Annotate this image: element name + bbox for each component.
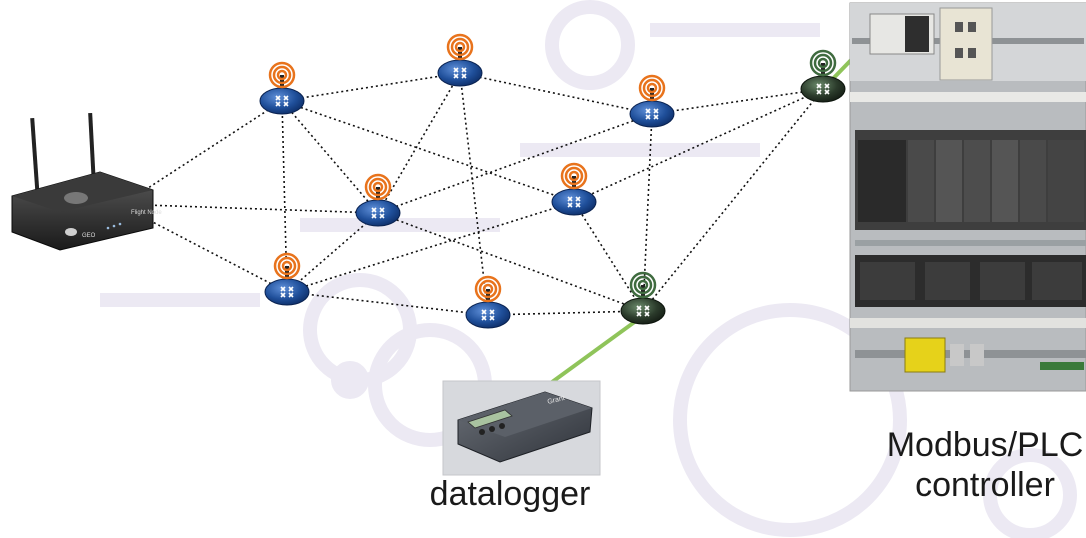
plc-controller-label: Modbus/PLC controller — [885, 425, 1085, 505]
link — [459, 72, 489, 316]
router-brand: GEO — [82, 233, 96, 239]
mesh-node-icon — [436, 33, 484, 88]
gateway-node-icon — [619, 271, 667, 326]
link — [144, 204, 379, 214]
datalogger-brand: Grant — [547, 395, 566, 406]
link — [281, 100, 288, 293]
link — [144, 217, 288, 293]
link — [286, 291, 489, 316]
link — [377, 113, 653, 214]
mesh-links — [144, 72, 824, 316]
link — [459, 72, 653, 115]
link — [377, 212, 644, 312]
gateway-node-icon — [799, 49, 847, 104]
link — [281, 72, 461, 102]
router-model: Flight Node — [131, 210, 162, 216]
link — [281, 100, 575, 203]
plc-cabinet-image — [849, 2, 1086, 392]
wired-link-datalogger — [546, 316, 642, 387]
mesh-node-icon — [550, 162, 598, 217]
plc-label-line1: Modbus/PLC — [886, 426, 1084, 464]
datalogger-device-image: Grant — [442, 380, 601, 476]
mesh-node-icon — [628, 74, 676, 129]
mesh-node-icon — [354, 173, 402, 228]
link — [642, 88, 824, 312]
link — [377, 72, 461, 214]
link — [487, 310, 644, 316]
link — [286, 212, 379, 293]
datalogger-label: datalogger — [429, 475, 591, 513]
link — [144, 100, 283, 191]
mesh-node-icon — [464, 275, 512, 330]
link — [651, 88, 824, 115]
plc-label-line2: controller — [915, 466, 1055, 504]
link — [286, 201, 575, 293]
wireless-router-icon: GEO Flight Node — [11, 112, 162, 251]
link — [573, 88, 824, 203]
link — [573, 201, 644, 312]
background-watermark — [100, 0, 1077, 538]
mesh-node-icon — [258, 61, 306, 116]
wired-links — [546, 56, 855, 387]
